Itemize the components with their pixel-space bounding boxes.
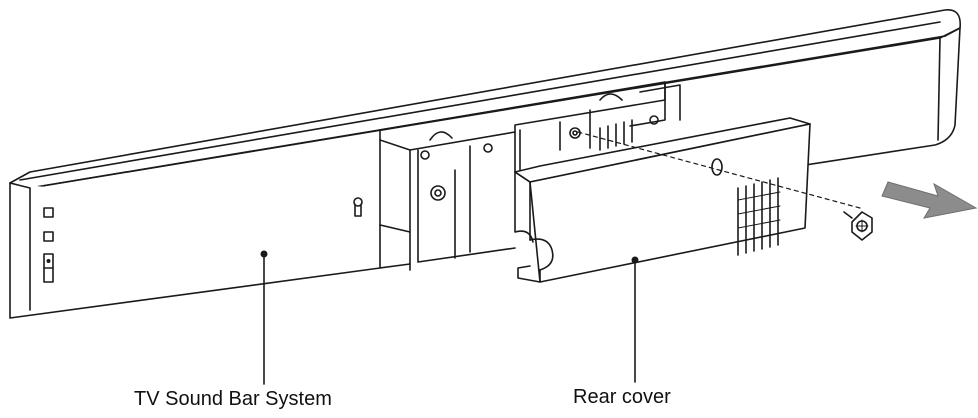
connector-bay	[379, 81, 681, 271]
sound-bar-body	[9, 9, 962, 319]
removal-arrow-icon	[881, 181, 978, 219]
rear-cover-label: Rear cover	[573, 386, 671, 408]
button-power	[43, 207, 54, 218]
screw-icon	[843, 211, 873, 241]
keyhole-slot	[353, 197, 363, 217]
button-input	[43, 231, 54, 242]
leader-lines	[260, 250, 639, 385]
sound-bar-label: TV Sound Bar System	[134, 388, 332, 410]
control-buttons	[43, 207, 54, 283]
alignment-guide-line	[577, 131, 861, 209]
rear-cover	[514, 117, 811, 283]
